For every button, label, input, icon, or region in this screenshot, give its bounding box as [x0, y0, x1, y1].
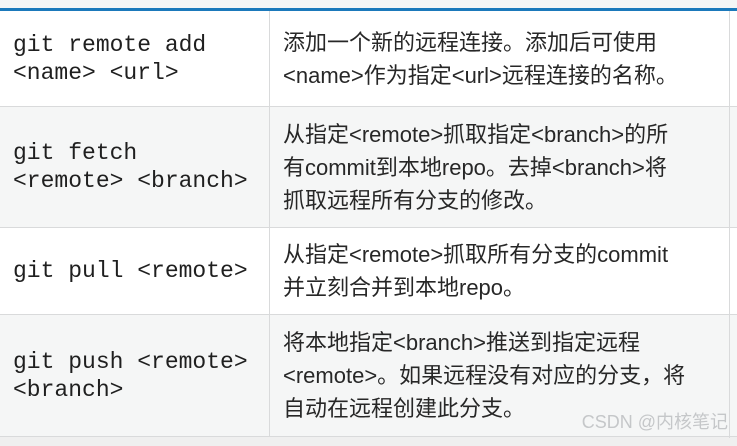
- description-cell: 从指定<remote>抓取指定<branch>的所 有commit到本地repo…: [270, 107, 737, 227]
- accent-divider-bar: [0, 8, 737, 11]
- description-text: 从指定<remote>抓取指定<branch>的所 有commit到本地repo…: [283, 121, 669, 213]
- git-commands-table: git remote add <name> <url> 添加一个新的远程连接。添…: [0, 11, 737, 437]
- description-cell: 从指定<remote>抓取所有分支的commit 并立刻合并到本地repo。: [270, 228, 737, 314]
- command-text: git push <remote> <branch>: [13, 348, 248, 403]
- table-row: git remote add <name> <url> 添加一个新的远程连接。添…: [0, 11, 737, 107]
- description-cell: 添加一个新的远程连接。添加后可使用 <name>作为指定<url>远程连接的名称…: [270, 11, 737, 106]
- command-cell: git pull <remote>: [0, 228, 270, 314]
- description-text: 将本地指定<branch>推送到指定远程 <remote>。如果远程没有对应的分…: [283, 330, 686, 421]
- page-bottom-strip: [0, 437, 737, 446]
- table-row: git pull <remote> 从指定<remote>抓取所有分支的comm…: [0, 228, 737, 315]
- page-top-strip: [0, 0, 737, 8]
- table-right-border: [729, 11, 730, 438]
- csdn-watermark: CSDN @内核笔记: [581, 412, 728, 432]
- command-text: git fetch <remote> <branch>: [13, 140, 248, 194]
- table-row: git fetch <remote> <branch> 从指定<remote>抓…: [0, 107, 737, 228]
- description-cell: 将本地指定<branch>推送到指定远程 <remote>。如果远程没有对应的分…: [270, 315, 737, 436]
- command-text: git pull <remote>: [13, 258, 248, 284]
- description-text: 从指定<remote>抓取所有分支的commit 并立刻合并到本地repo。: [283, 242, 669, 300]
- description-text: 添加一个新的远程连接。添加后可使用 <name>作为指定<url>远程连接的名称…: [283, 29, 678, 88]
- table-row: git push <remote> <branch> 将本地指定<branch>…: [0, 315, 737, 437]
- command-cell: git push <remote> <branch>: [0, 315, 270, 436]
- command-cell: git remote add <name> <url>: [0, 11, 270, 106]
- command-text: git remote add <name> <url>: [13, 31, 207, 86]
- command-cell: git fetch <remote> <branch>: [0, 107, 270, 227]
